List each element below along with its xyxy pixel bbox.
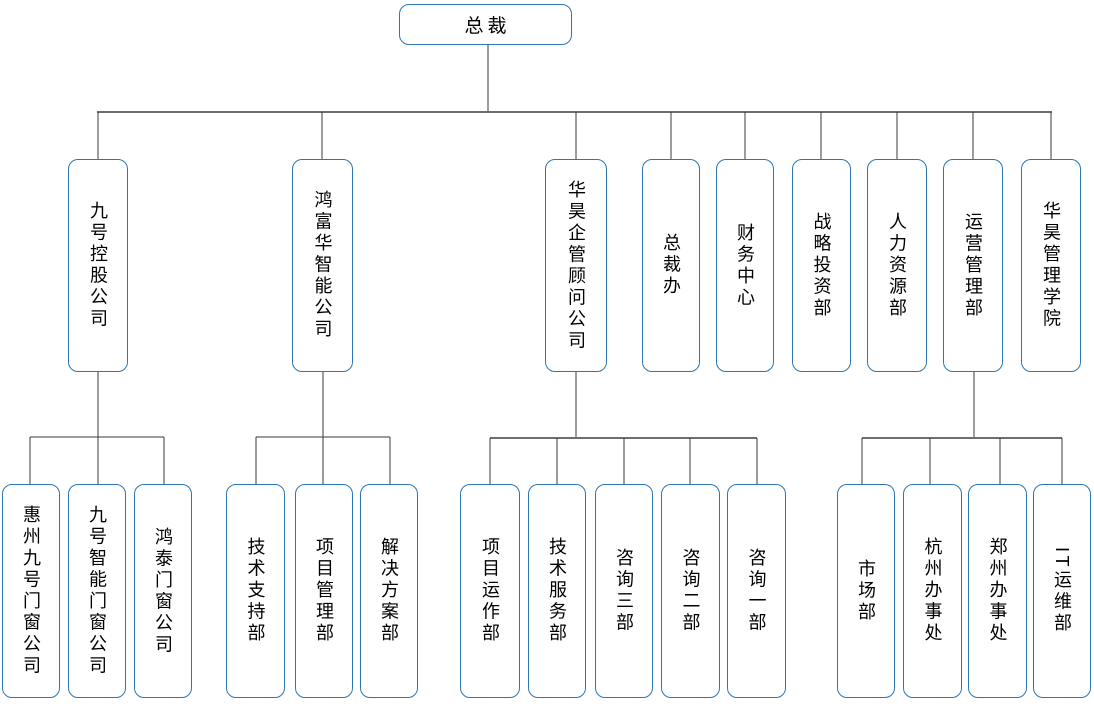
node-huahao-consulting: 华昊企管顾问公司 bbox=[545, 159, 607, 372]
node-hangzhou-office: 杭州办事处 bbox=[903, 484, 962, 698]
node-huizhou-jiuhao-doors: 惠州九号门窗公司 bbox=[2, 484, 60, 698]
node-it-ops: IT运维部 bbox=[1033, 484, 1091, 698]
node-tech-service: 技术服务部 bbox=[528, 484, 586, 698]
node-project-mgmt: 项目管理部 bbox=[295, 484, 353, 698]
node-solutions: 解决方案部 bbox=[360, 484, 418, 698]
node-president-office: 总裁办 bbox=[642, 159, 700, 372]
node-huahao-academy: 华昊管理学院 bbox=[1021, 159, 1081, 372]
node-hr-dept: 人力资源部 bbox=[867, 159, 927, 372]
node-jiuhao-smart-doors: 九号智能门窗公司 bbox=[68, 484, 126, 698]
node-finance-center: 财务中心 bbox=[716, 159, 774, 372]
node-marketing: 市场部 bbox=[837, 484, 895, 698]
node-president: 总裁 bbox=[399, 4, 572, 45]
node-strategic-investment: 战略投资部 bbox=[792, 159, 851, 372]
node-tech-support: 技术支持部 bbox=[226, 484, 285, 698]
node-zhengzhou-office: 郑州办事处 bbox=[968, 484, 1027, 698]
node-consulting-2: 咨询二部 bbox=[661, 484, 720, 698]
node-project-operation: 项目运作部 bbox=[460, 484, 520, 698]
node-operations-mgmt: 运营管理部 bbox=[943, 159, 1003, 372]
node-hongtai-doors: 鸿泰门窗公司 bbox=[134, 484, 192, 698]
node-jiuhao-holding: 九号控股公司 bbox=[68, 159, 128, 372]
node-hongfuhua-intelligent: 鸿富华智能公司 bbox=[292, 159, 353, 372]
node-consulting-1: 咨询一部 bbox=[727, 484, 786, 698]
node-consulting-3: 咨询三部 bbox=[595, 484, 653, 698]
